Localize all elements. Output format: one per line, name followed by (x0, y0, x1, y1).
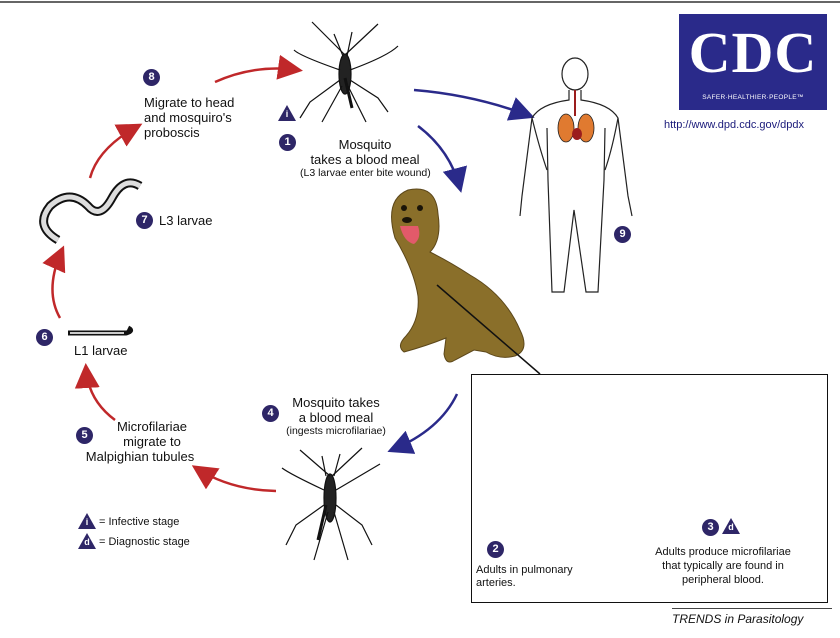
step-3-line-1: Adults produce microfilariae (628, 545, 818, 559)
l3-larvae-illustration (44, 183, 140, 240)
journal-credit: TRENDS in Parasitology (672, 612, 803, 626)
credit-rule (672, 608, 832, 609)
step-1-line-1: Mosquito (300, 137, 430, 152)
step-1-badge: 1 (279, 134, 296, 151)
arrow-7-to-8 (90, 126, 138, 178)
step-1-line-2: takes a blood meal (300, 152, 430, 167)
step-2-line-2: arteries. (476, 577, 573, 590)
step-9-badge: 9 (614, 226, 631, 243)
infective-stage-icon: i (278, 105, 296, 121)
step-8-line-3: proboscis (144, 125, 234, 140)
step-7-badge: 7 (136, 212, 153, 229)
step-8-line-1: Migrate to head (144, 95, 234, 110)
step-3-line-3: peripheral blood. (628, 573, 818, 587)
lungs-illustration (558, 90, 594, 142)
step-8-label: Migrate to head and mosquiro's proboscis (144, 95, 234, 140)
legend-infective-label: = Infective stage (99, 516, 179, 529)
cdc-logo-tagline: SAFER·HEALTHIER·PEOPLE™ (679, 94, 827, 101)
mosquito-top-illustration (294, 22, 398, 122)
dog-illustration (392, 189, 524, 362)
step-2-label: Adults in pulmonary arteries. (476, 564, 573, 590)
arrow-4-to-5 (196, 468, 276, 491)
step-3-badge: 3 (702, 519, 719, 536)
step-2-badge: 2 (487, 541, 504, 558)
step-5-line-2: migrate to (70, 434, 210, 449)
diagnostic-symbol: d (727, 522, 735, 532)
step-6-label: L1 larvae (74, 343, 127, 358)
step-2-line-1: Adults in pulmonary (476, 564, 573, 577)
l1-larvae-illustration (68, 328, 131, 333)
arrow-1-to-human (414, 90, 530, 116)
step-4-line-2: a blood meal (272, 410, 400, 425)
legend-diagnostic-symbol: d (83, 537, 91, 547)
step-5-label: Microfilariae migrate to Malpighian tubu… (70, 419, 210, 464)
step-3-label: Adults produce microfilariae that typica… (628, 545, 818, 587)
legend-infective-symbol: i (83, 517, 91, 527)
arrow-5-to-6 (86, 368, 115, 420)
step-4-note: (ingests microfilariae) (272, 425, 400, 438)
step-8-line-2: and mosquiro's (144, 110, 234, 125)
step-4-label: Mosquito takes a blood meal (ingests mic… (272, 395, 400, 438)
mosquito-bottom-illustration (282, 448, 380, 560)
step-6-badge: 6 (36, 329, 53, 346)
cdc-url-link[interactable]: http://www.dpd.cdc.gov/dpdx (664, 119, 804, 131)
diagnostic-stage-icon: d (722, 518, 740, 534)
cdc-logo: CDC SAFER·HEALTHIER·PEOPLE™ (679, 14, 827, 110)
legend-infective-icon: i (78, 513, 96, 529)
legend-diagnostic-icon: d (78, 533, 96, 549)
step-4-line-1: Mosquito takes (272, 395, 400, 410)
legend-diagnostic-label: = Diagnostic stage (99, 536, 190, 549)
arrow-8-to-1 (215, 69, 298, 83)
step-1-label: Mosquito takes a blood meal (L3 larvae e… (300, 137, 430, 180)
infective-symbol: i (283, 109, 291, 119)
arrow-6-to-7 (52, 250, 62, 318)
step-5-line-3: Malpighian tubules (70, 449, 210, 464)
step-5-line-1: Microfilariae (70, 419, 210, 434)
step-8-badge: 8 (143, 69, 160, 86)
step-3-line-2: that typically are found in (628, 559, 818, 573)
step-7-label: L3 larvae (159, 213, 212, 228)
step-1-note: (L3 larvae enter bite wound) (300, 167, 430, 180)
cdc-logo-text: CDC (679, 20, 827, 86)
arrow-dog-to-4 (392, 394, 457, 450)
